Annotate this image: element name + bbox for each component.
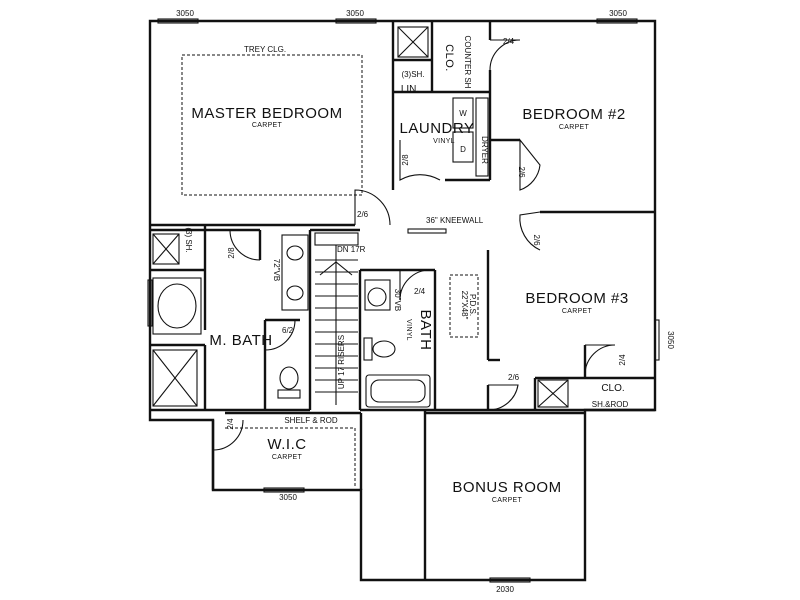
master-bedroom-label: MASTER BEDROOM <box>191 105 342 122</box>
master-bedroom-floor: CARPET <box>252 122 283 129</box>
dim-top-left: 3050 <box>176 9 194 18</box>
three-sh-left-label: (3) SH. <box>184 227 193 252</box>
sh-rod-label: SH.&ROD <box>592 400 629 409</box>
bath-toilet <box>372 340 396 358</box>
door-mbath <box>229 229 261 261</box>
bath-vanity-label: 30"VB <box>393 289 402 311</box>
door-br3-clo-size: 2/4 <box>618 354 627 366</box>
bath-sink <box>367 287 387 307</box>
wic-floor: CARPET <box>272 454 303 461</box>
door-mbath-size: 2/8 <box>227 247 236 259</box>
laundry-label: LAUNDRY <box>400 120 475 137</box>
kneewall <box>407 228 447 234</box>
door-bedroom2-size: 2/6 <box>517 166 526 178</box>
counter <box>475 97 489 177</box>
dim-top-right: 3050 <box>609 9 627 18</box>
bath-label: BATH <box>417 310 434 351</box>
pds-size-label: 22"X48" <box>460 291 469 320</box>
bonus-room-label: BONUS ROOM <box>452 479 561 496</box>
mbath-toilet <box>279 366 299 390</box>
clo-top-label: CLO. <box>443 44 455 72</box>
mbath-sink-2 <box>286 285 304 301</box>
bonus-room-floor: CARPET <box>492 497 523 504</box>
door-toilet-size: 6/2 <box>282 326 294 335</box>
interior-walls <box>150 21 655 580</box>
door-br3 <box>487 384 519 411</box>
annotation-labels: CLO. (3)SH. LIN. 36" KNEEWALL DN 17R UP … <box>184 36 628 425</box>
door-master-size: 2/6 <box>357 210 369 219</box>
room-labels: TREY CLG. MASTER BEDROOM CARPET BEDROOM … <box>191 45 628 504</box>
clo-br3-label: CLO. <box>601 383 624 394</box>
bedroom3-floor: CARPET <box>562 308 593 315</box>
bath-toilet-tank <box>363 337 373 361</box>
fixtures <box>152 26 569 488</box>
door-laundry-size: 2/8 <box>401 154 410 166</box>
shelf-rod-label: SHELF & ROD <box>284 416 338 425</box>
stair-up-label: UP 17 RISERS <box>337 335 346 389</box>
door-swings <box>212 39 616 451</box>
master-bath-label: M. BATH <box>209 332 272 349</box>
mbath-toilet-tank <box>277 389 301 399</box>
dryer-label: DRYER <box>480 136 489 164</box>
mbath-sink-1 <box>286 245 304 261</box>
dim-top-mid: 3050 <box>346 9 364 18</box>
dim-bottom-wic: 3050 <box>279 493 297 502</box>
door-bedroom2 <box>519 138 541 191</box>
stair-top-landing <box>314 232 359 246</box>
wic-label: W.I.C <box>267 436 306 453</box>
door-master <box>354 189 391 226</box>
exterior-walls <box>148 19 657 582</box>
door-bedroom3 <box>519 211 541 251</box>
stair-treads <box>315 245 358 405</box>
door-bath <box>399 269 431 301</box>
dim-bottom-bonus: 2030 <box>496 585 514 594</box>
door-toilet <box>264 319 296 351</box>
three-sh-top-label: (3)SH. <box>401 70 424 79</box>
pds-label: P.D.S. <box>468 294 477 316</box>
dryer <box>452 131 474 163</box>
window-dimensions: 3050 3050 3050 3050 3050 2030 <box>176 9 675 594</box>
door-wic-size: 2/4 <box>226 418 235 430</box>
washer <box>452 97 474 129</box>
door-bath-size: 2/4 <box>414 287 426 296</box>
dim-right: 3050 <box>666 331 675 349</box>
door-size-labels: 2/4 2/8 2/6 2/6 2/6 2/8 6/2 2/4 2/4 2/4 … <box>226 37 627 430</box>
door-bonus-size: 2/6 <box>508 373 520 382</box>
mbath-vanity-label: 72"VB <box>272 259 281 281</box>
door-clo-top <box>489 39 521 71</box>
dryer-short-label: D <box>460 145 466 154</box>
counter-label: COUNTER SH <box>463 36 472 89</box>
door-wic <box>212 419 244 451</box>
door-clo-top-size: 2/4 <box>503 37 515 46</box>
kneewall-label: 36" KNEEWALL <box>426 216 484 225</box>
bedroom2-label: BEDROOM #2 <box>522 106 625 123</box>
lin-label: LIN. <box>401 84 419 95</box>
stair-dn-label: DN 17R <box>337 245 366 254</box>
bath-floor: VINYL <box>405 319 412 341</box>
trey-ceiling-outline <box>181 54 363 196</box>
bedroom2-floor: CARPET <box>559 124 590 131</box>
door-br3-clo <box>584 344 616 376</box>
door-laundry <box>399 140 441 181</box>
master-ceiling-label: TREY CLG. <box>244 45 286 54</box>
washer-label: W <box>459 109 467 118</box>
laundry-floor: VINYL <box>433 138 455 145</box>
door-bedroom3-size: 2/6 <box>532 234 541 246</box>
bedroom3-label: BEDROOM #3 <box>525 290 628 307</box>
